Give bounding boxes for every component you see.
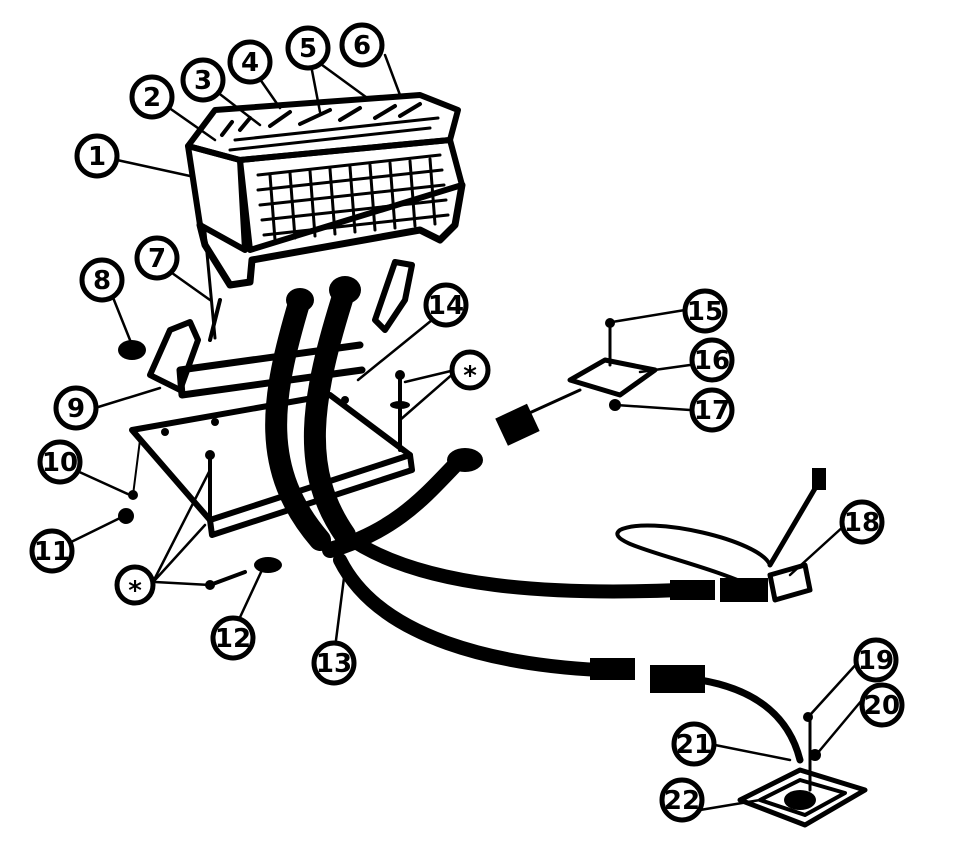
- svg-text:8: 8: [93, 266, 111, 296]
- svg-text:*: *: [463, 361, 477, 391]
- callout-22: 22: [659, 777, 705, 823]
- svg-text:4: 4: [241, 48, 259, 78]
- callout-5: 5: [285, 25, 331, 71]
- callout-13: 13: [311, 640, 357, 686]
- svg-text:15: 15: [687, 297, 723, 327]
- cable-harness: [265, 276, 826, 764]
- callout-star-right: *: [449, 349, 491, 391]
- svg-text:14: 14: [428, 291, 464, 321]
- callout-14: 14: [423, 282, 469, 328]
- foot-switch: [737, 712, 868, 828]
- callout-15: 15: [682, 288, 728, 334]
- svg-text:9: 9: [67, 394, 85, 424]
- callout-4: 4: [227, 39, 273, 85]
- callout-1: 1: [74, 133, 120, 179]
- svg-text:12: 12: [215, 624, 251, 654]
- svg-text:10: 10: [42, 448, 78, 478]
- callout-18: 18: [839, 499, 885, 545]
- svg-text:16: 16: [694, 346, 730, 376]
- callout-star-left: *: [114, 564, 156, 606]
- callout-8: 8: [79, 257, 125, 303]
- svg-text:18: 18: [844, 508, 880, 538]
- svg-text:1: 1: [88, 142, 106, 172]
- callout-21: 21: [671, 721, 717, 767]
- console-unit: [185, 92, 466, 289]
- hardware: [118, 230, 410, 590]
- callout-9: 9: [53, 385, 99, 431]
- svg-text:7: 7: [148, 244, 166, 274]
- svg-text:20: 20: [864, 691, 900, 721]
- svg-text:*: *: [128, 576, 142, 606]
- callout-12: 12: [210, 615, 256, 661]
- callout-3: 3: [180, 57, 226, 103]
- callout-17: 17: [689, 387, 735, 433]
- callout-16: 16: [689, 337, 735, 383]
- svg-text:21: 21: [676, 730, 712, 760]
- callout-10: 10: [37, 439, 83, 485]
- leader-lines: [63, 53, 864, 812]
- callout-20: 20: [859, 682, 905, 728]
- svg-text:22: 22: [664, 786, 700, 816]
- callout-2: 2: [129, 74, 175, 120]
- svg-text:19: 19: [858, 646, 894, 676]
- sensor-assembly: [495, 318, 658, 446]
- callout-19: 19: [853, 637, 899, 683]
- svg-text:5: 5: [299, 34, 317, 64]
- callout-11: 11: [29, 528, 75, 574]
- svg-text:6: 6: [353, 31, 371, 61]
- svg-text:3: 3: [194, 66, 212, 96]
- svg-text:13: 13: [316, 649, 352, 679]
- callout-7: 7: [134, 235, 180, 281]
- svg-text:17: 17: [694, 396, 730, 426]
- svg-text:11: 11: [34, 537, 70, 567]
- callout-6: 6: [339, 22, 385, 68]
- svg-text:2: 2: [143, 83, 161, 113]
